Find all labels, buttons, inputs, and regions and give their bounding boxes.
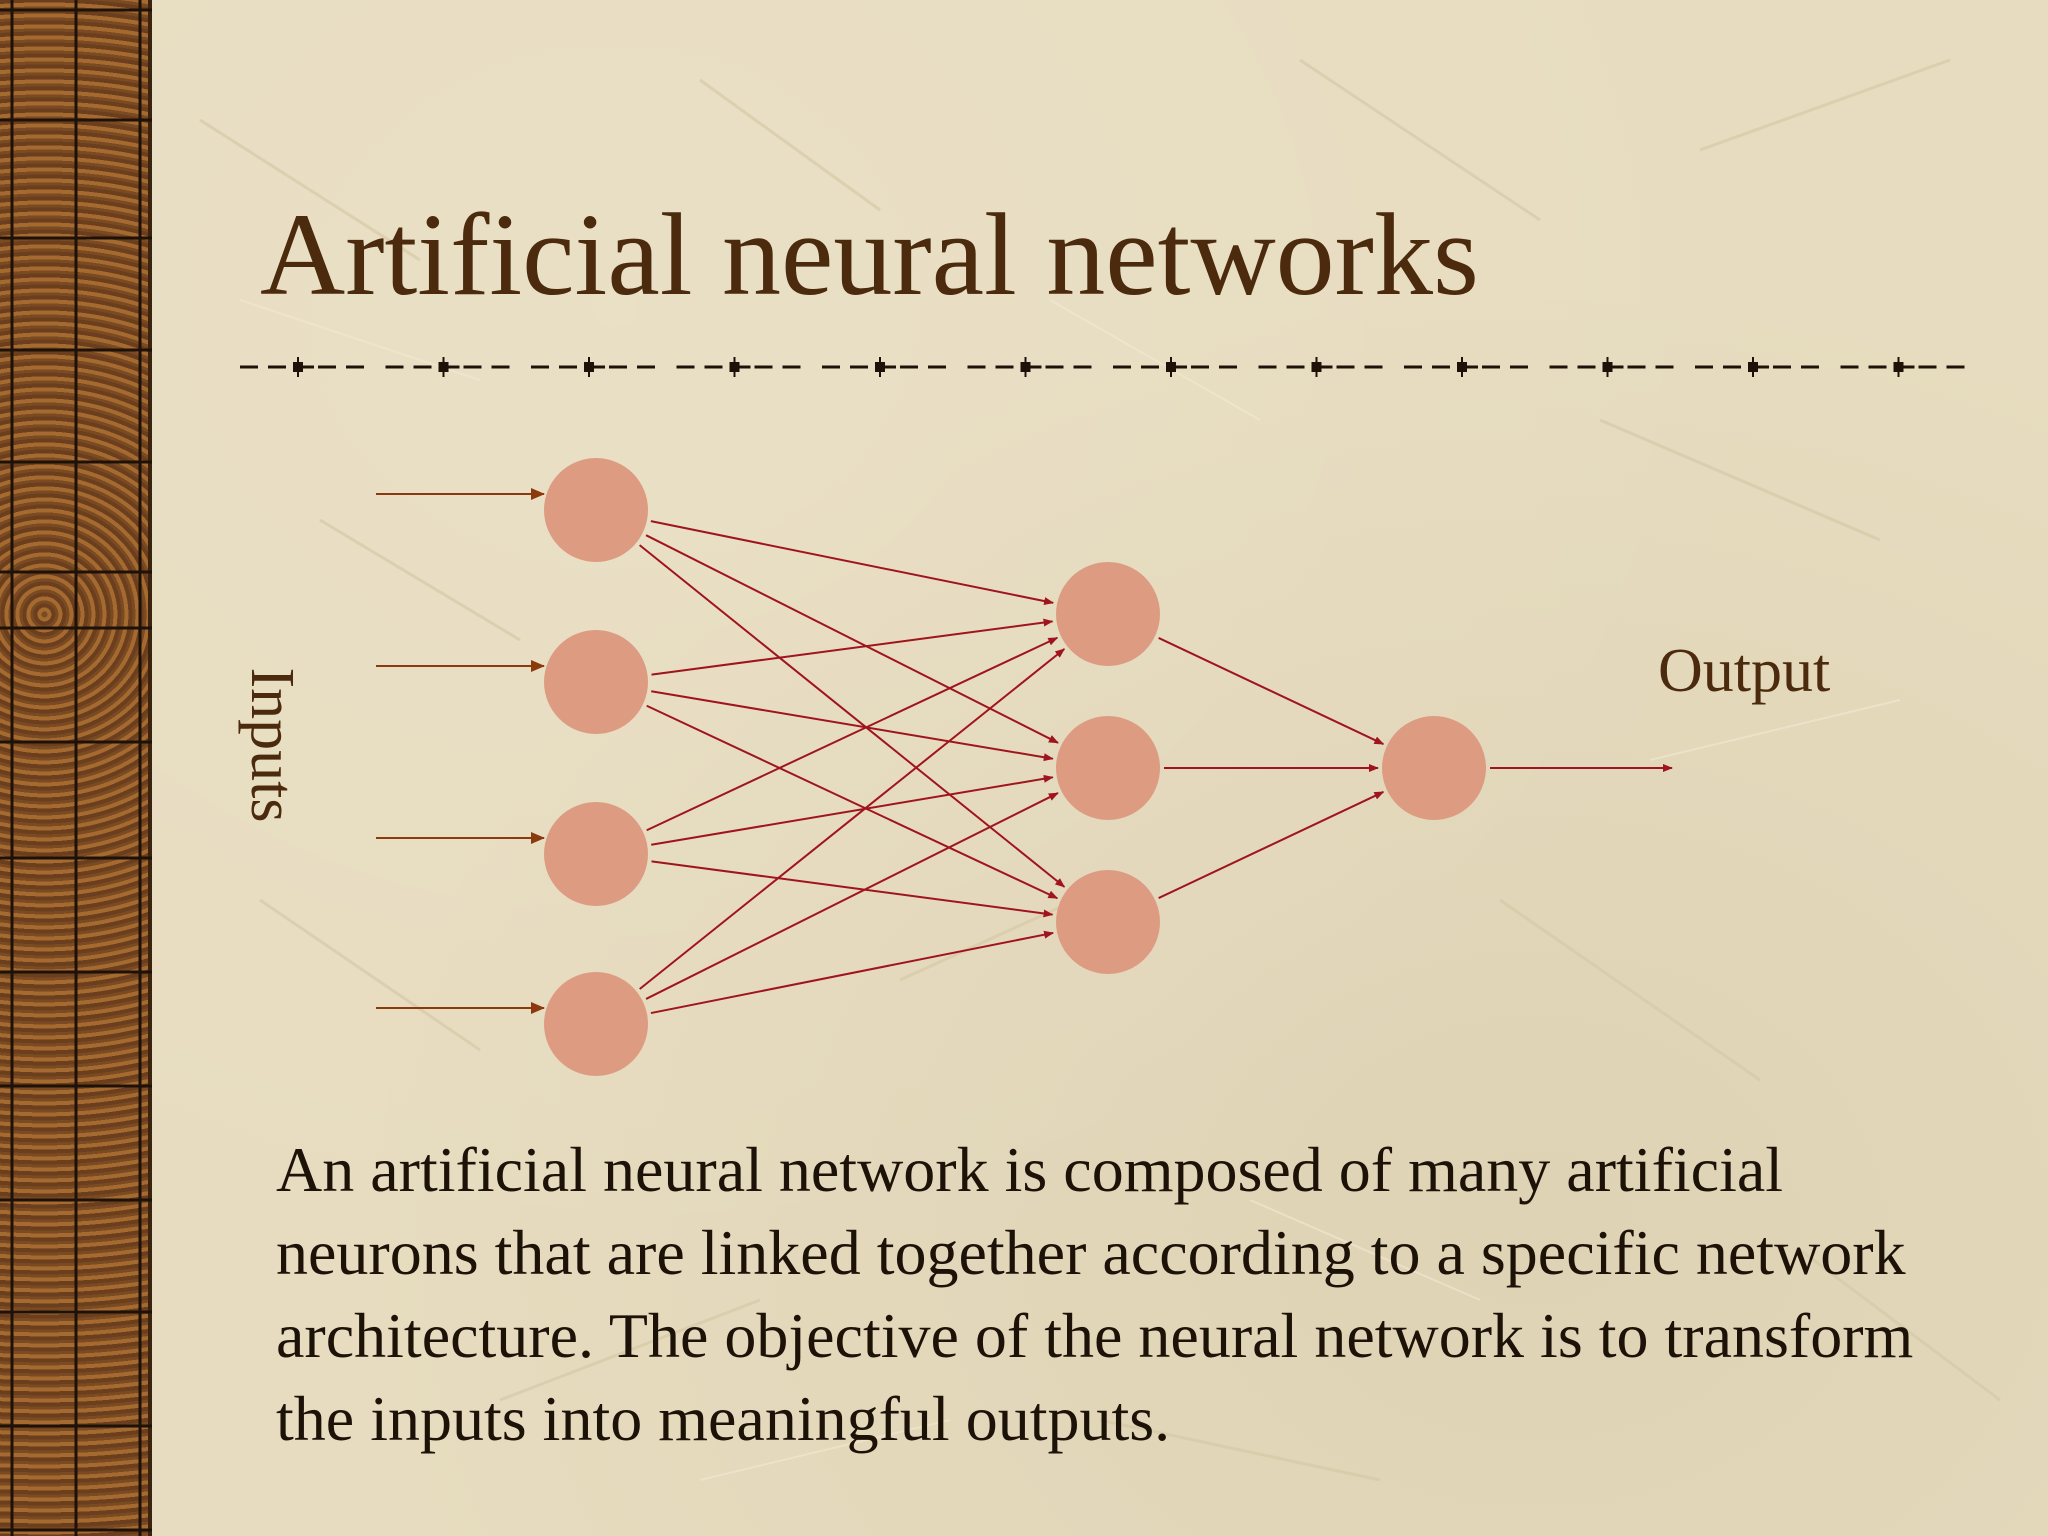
connection-arrow <box>646 636 1059 832</box>
divider-square <box>1020 362 1031 372</box>
divider-square <box>293 362 303 372</box>
input-neuron <box>544 458 648 562</box>
connection-arrow <box>650 930 1055 1015</box>
output-label: Output <box>1658 637 1831 705</box>
output-neuron <box>1382 716 1486 820</box>
connection-arrow <box>639 544 1066 888</box>
hidden-neuron <box>1056 870 1160 974</box>
divider-square <box>1893 362 1904 372</box>
connection-arrow <box>651 860 1054 918</box>
slide-title: Artificial neural networks <box>260 189 1479 320</box>
connection-arrow <box>645 792 1059 1000</box>
divider-square <box>438 362 449 372</box>
connection-arrow <box>1158 637 1385 745</box>
divider-square <box>729 362 740 372</box>
divider-square <box>1457 362 1467 372</box>
divider-square <box>584 362 594 372</box>
connection-arrow <box>646 704 1059 900</box>
connection-arrow <box>650 520 1055 605</box>
decorative-sidebar <box>0 0 152 1536</box>
connection-arrow <box>651 618 1054 676</box>
divider-square <box>1602 362 1613 372</box>
title-divider <box>240 357 1965 377</box>
input-neuron <box>544 972 648 1076</box>
divider-square <box>875 362 885 372</box>
connection-arrow <box>645 534 1059 744</box>
input-neuron <box>544 630 648 734</box>
connection-arrow <box>639 648 1066 990</box>
inputs-label: Inputs <box>238 667 306 823</box>
description-text: An artificial neural network is composed… <box>276 1134 1914 1454</box>
connection-arrow <box>651 690 1054 762</box>
connection-arrow <box>1158 791 1385 899</box>
input-neuron <box>544 802 648 906</box>
divider-square <box>1748 362 1758 372</box>
hidden-neuron <box>1056 562 1160 666</box>
connection-arrow <box>651 774 1054 846</box>
hidden-neuron <box>1056 716 1160 820</box>
divider-square <box>1166 362 1176 372</box>
sidebar-grid <box>0 0 152 1536</box>
divider-square <box>1311 362 1322 372</box>
